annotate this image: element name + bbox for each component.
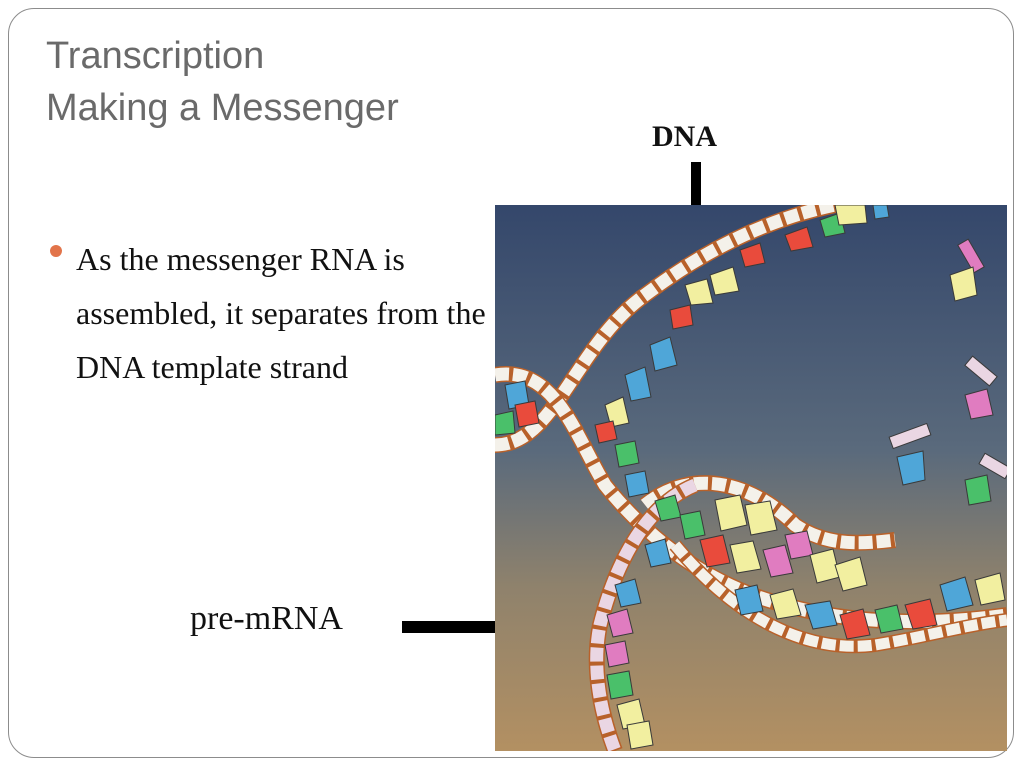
- pre-mrna-label: pre-mRNA: [190, 600, 343, 637]
- title-line-2: Making a Messenger: [46, 87, 399, 129]
- transcription-illustration: [495, 205, 1007, 751]
- title-line-1: Transcription: [46, 35, 265, 77]
- dna-label: DNA: [652, 120, 717, 153]
- slide-title: Transcription Making a Messenger: [46, 30, 399, 134]
- bullet-text: As the messenger RNA is assembled, it se…: [76, 241, 486, 385]
- bullet-dot-icon: [50, 245, 62, 257]
